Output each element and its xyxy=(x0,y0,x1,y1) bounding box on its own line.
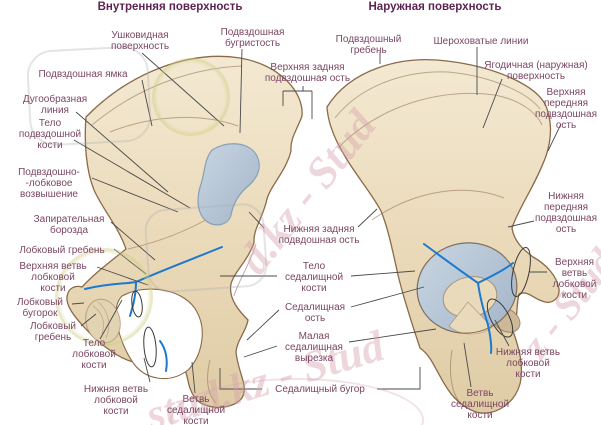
label-ushkovidnaya-poverhnost: Ушковидная поверхность xyxy=(110,30,170,52)
obturator-foramen-left xyxy=(115,288,203,380)
label-dugoobraznaya-liniya: Дугообразная линия xyxy=(22,94,88,116)
label-nizhnyaya-zadnyaya-podvzdoshnaya-ost: Нижняя задняя подвдошная ость xyxy=(278,224,360,246)
label-zapiratelnaya-borozda: Запирательная борозда xyxy=(33,214,105,236)
label-verhnyaya-vetv-lobkovoy-right: Верхняя ветвь лобковой кости xyxy=(552,257,597,301)
label-verhnyaya-vetv-lobkovoy-left: Верхняя ветвь лобковой кости xyxy=(19,261,87,294)
label-telo-sedalishchnoy-kosti: Тело седалищной кости xyxy=(284,261,344,294)
label-nizhnyaya-vetv-lobkovoy-left: Нижняя ветвь лобковой кости xyxy=(83,384,149,417)
label-podvzdoshnaya-bugristost: Подвздошная бугристость xyxy=(220,27,285,49)
label-sedalishchnaya-ost: Седалищная ость xyxy=(284,302,346,324)
label-podvzdoshny-greben: Подвздошный гребень xyxy=(335,34,402,56)
acetabulum xyxy=(416,242,518,335)
label-nizhnyaya-perednyaya-podvzdoshnaya-ost: Нижняя передняя подвздошная ость xyxy=(534,191,598,235)
label-verhnyaya-perednyaya-podvzdoshnaya-ost: Верхняя передняя подвздошная ость xyxy=(534,87,598,131)
label-sherohovatye-linii: Шероховатые линии xyxy=(433,36,529,47)
right-bone-external-surface xyxy=(326,59,560,414)
label-telo-lobkovoy-kosti: Тело лобковой кости xyxy=(72,338,116,371)
label-lobkovy-bugorok: Лобковый бугорок xyxy=(17,297,63,319)
label-telo-podvzdoshnoy-kosti: Тело подвздошной кости xyxy=(18,118,82,151)
section-loops-right xyxy=(486,246,531,338)
left-bone-internal-surface xyxy=(66,55,303,409)
label-nizhnyaya-vetv-lobkovoy-right: Нижняя ветвь лобковой кости xyxy=(495,347,561,380)
label-vetv-sedalishchnoy-left: Ветвь седалищной кости xyxy=(166,394,226,425)
label-lobkovy-greben-2: Лобковый гребень xyxy=(30,321,76,343)
label-lobkovy-greben-1: Лобковый гребень xyxy=(19,245,105,256)
title-external-surface: Наружная поверхность xyxy=(368,1,502,13)
section-loops-left xyxy=(131,290,157,368)
leader-lines xyxy=(71,47,562,394)
label-yagodichnaya-poverhnost: Ягодичная (наружная) поверхность xyxy=(484,60,588,82)
label-podvzdoshno-lobkovoe-vozvyshenie: Подвздошно- -лобковое возвышение xyxy=(18,167,80,200)
label-sedalishchny-bugor: Седалищный бугор xyxy=(275,384,365,395)
title-internal-surface: Внутренняя поверхность xyxy=(97,1,243,13)
label-podvzdoshnaya-yamka: Подвздошная ямка xyxy=(38,69,128,80)
epiphyseal-lines-right xyxy=(423,243,514,354)
symphysial-surface xyxy=(85,298,121,344)
auricular-surface xyxy=(197,143,260,226)
label-vetv-sedalishchnoy-right: Ветвь седалищной кости xyxy=(450,388,510,421)
epiphyseal-lines-left xyxy=(84,246,223,372)
label-malaya-sedalishchnaya-vyrezka: Малая седалищная вырезка xyxy=(285,331,343,364)
label-verhnyaya-zadnyaya-podvzdoshnaya-ost: Верхняя задняя подвздошная ость xyxy=(264,62,351,84)
